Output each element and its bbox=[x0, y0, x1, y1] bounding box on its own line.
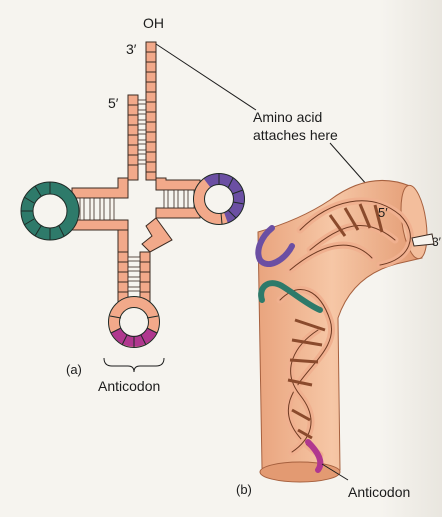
panel-b-label: (b) bbox=[236, 482, 252, 497]
anticodon-label-a: Anticodon bbox=[98, 378, 160, 394]
anticodon-arm bbox=[109, 218, 173, 348]
three-prime-label-b: 3′ bbox=[432, 235, 442, 249]
five-prime-label-a: 5′ bbox=[108, 95, 119, 111]
d-arm bbox=[21, 178, 128, 240]
amino-acid-label-line2: attaches here bbox=[253, 127, 338, 143]
acceptor-stem bbox=[128, 42, 156, 180]
oh-label: OH bbox=[143, 15, 164, 31]
anticodon-brace bbox=[104, 358, 164, 372]
tube-body bbox=[258, 180, 422, 480]
leader-line-amino bbox=[156, 44, 256, 110]
t-arm bbox=[156, 173, 245, 225]
l-shaped-trna-model bbox=[258, 180, 434, 482]
cloverleaf-structure bbox=[21, 42, 245, 372]
anticodon-label-b: Anticodon bbox=[348, 484, 410, 500]
tube-bottom-cap bbox=[260, 462, 340, 482]
three-prime-label-a: 3′ bbox=[126, 41, 137, 57]
amino-acid-label-line1: Amino acid bbox=[253, 109, 322, 125]
five-prime-label-b: 5′ bbox=[378, 205, 388, 220]
panel-a-label: (a) bbox=[66, 362, 82, 377]
